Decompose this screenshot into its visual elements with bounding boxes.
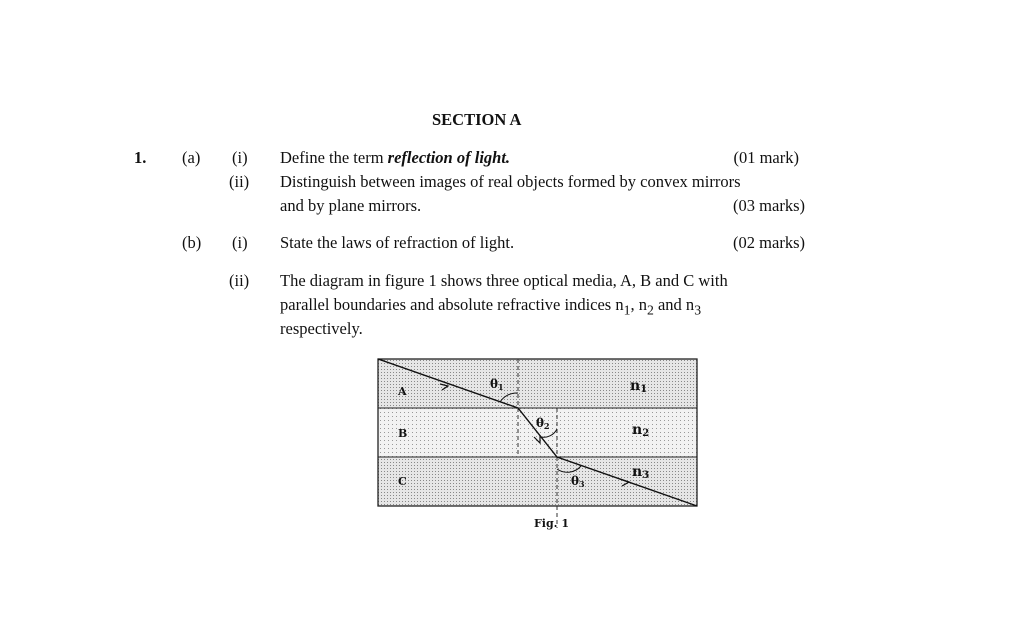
theta: θ bbox=[536, 416, 544, 430]
part-b-ii-line2: parallel boundaries and absolute refract… bbox=[280, 295, 701, 320]
part-a-ii-label: (ii) bbox=[229, 172, 250, 191]
label-b: B bbox=[398, 427, 407, 440]
arrow-icon bbox=[619, 478, 631, 487]
theta-3: θ3 bbox=[571, 474, 585, 489]
part-a-ii-marks: (03 marks) bbox=[733, 196, 805, 215]
sub: 1 bbox=[498, 382, 504, 392]
part-a-i-label: (i) bbox=[232, 148, 248, 167]
arrow-icon bbox=[439, 383, 450, 391]
figure-caption: Fig. 1 bbox=[534, 517, 569, 530]
part-b-ii-label: (ii) bbox=[229, 271, 250, 290]
mid2: and n bbox=[653, 295, 695, 314]
section-title: SECTION A bbox=[432, 110, 522, 129]
part-a-i-prefix: Define the term bbox=[280, 148, 388, 167]
n: n bbox=[632, 464, 642, 480]
sub: 3 bbox=[579, 479, 585, 489]
angle-arc-2 bbox=[540, 428, 558, 438]
sub: 1 bbox=[640, 384, 647, 395]
part-b-ii-line1: The diagram in figure 1 shows three opti… bbox=[280, 271, 728, 290]
part-a-ii-line2: and by plane mirrors. bbox=[280, 196, 422, 215]
medium-c bbox=[378, 457, 697, 506]
sub2: 2 bbox=[646, 302, 654, 318]
label-a: A bbox=[397, 385, 407, 398]
n: n bbox=[630, 378, 640, 394]
theta: θ bbox=[490, 377, 498, 391]
angle-arc-3 bbox=[556, 465, 582, 473]
part-a-i-term: reflection of light. bbox=[387, 148, 511, 167]
angle-arc-1 bbox=[499, 392, 519, 403]
n3-label: n3 bbox=[632, 464, 649, 481]
n1-label: n1 bbox=[630, 378, 647, 395]
part-b-label: (b) bbox=[182, 233, 202, 252]
part-a-label: (a) bbox=[182, 148, 201, 167]
n: n bbox=[632, 422, 642, 438]
n2-label: n2 bbox=[632, 422, 649, 439]
sub3: 3 bbox=[694, 302, 702, 318]
theta: θ bbox=[571, 474, 579, 488]
part-a-i-marks: (01 mark) bbox=[733, 148, 799, 167]
sub1: 1 bbox=[623, 302, 631, 318]
part-b-ii-line3: respectively. bbox=[280, 319, 363, 338]
theta-2: θ2 bbox=[536, 416, 550, 431]
label-c: C bbox=[398, 475, 407, 488]
part-b-i-marks: (02 marks) bbox=[733, 233, 805, 252]
part-b-i-text: State the laws of refraction of light. bbox=[280, 233, 515, 252]
theta-1: θ1 bbox=[490, 377, 504, 392]
part-b-i-label: (i) bbox=[232, 233, 248, 252]
sub: 2 bbox=[642, 428, 649, 439]
question-number: 1. bbox=[134, 148, 147, 167]
part-a-ii-line1: Distinguish between images of real objec… bbox=[280, 172, 741, 191]
mid1: , n bbox=[630, 295, 647, 314]
arrow-icon bbox=[533, 435, 541, 445]
part-a-i-text: Define the term reflection of light. bbox=[280, 148, 510, 168]
line2-text: parallel boundaries and absolute refract… bbox=[280, 295, 624, 314]
sub: 2 bbox=[544, 421, 550, 431]
medium-a bbox=[378, 359, 697, 408]
sub: 3 bbox=[642, 470, 649, 481]
